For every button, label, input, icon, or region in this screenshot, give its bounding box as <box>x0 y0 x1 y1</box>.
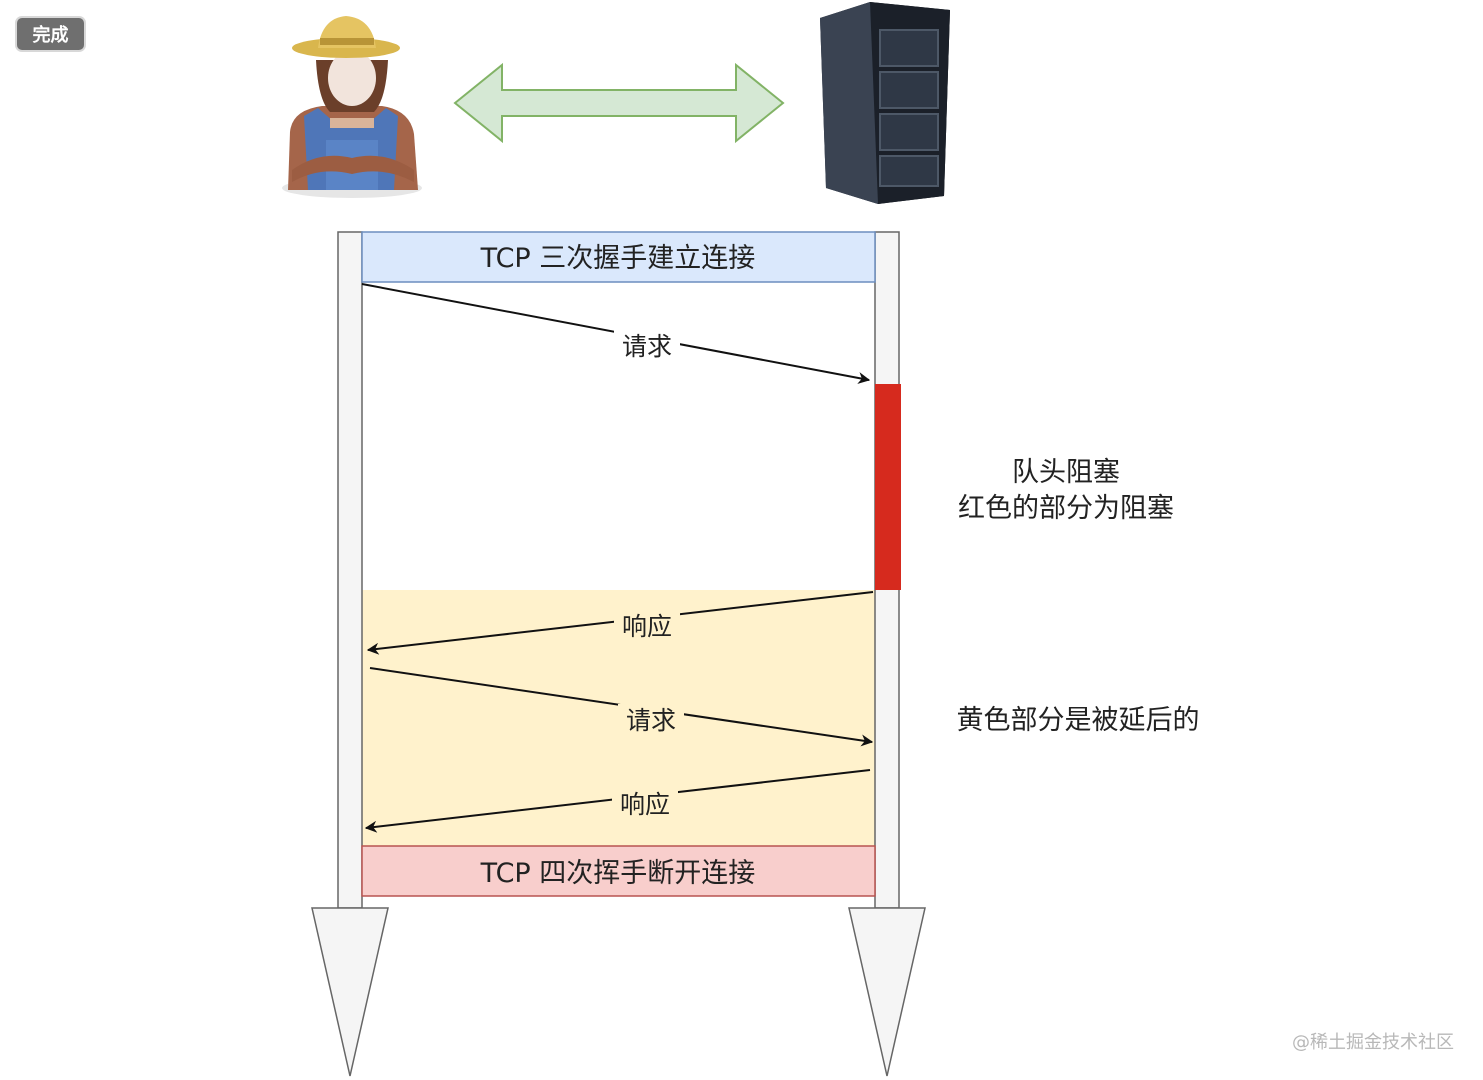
handshake-label: TCP 三次握手建立连接 <box>480 243 756 274</box>
response-message-1: 响应 <box>366 591 874 655</box>
done-button[interactable]: 完成 <box>15 16 86 52</box>
teardown-box <box>361 845 876 897</box>
message-label: 请求 <box>626 706 676 735</box>
message-label: 响应 <box>620 790 670 819</box>
teardown-label: TCP 四次挥手断开连接 <box>480 858 756 889</box>
blocking-annotation-line2: 红色的部分为阻塞 <box>958 493 1174 524</box>
server-rack-icon <box>820 2 950 204</box>
farmer-person-icon <box>282 16 422 198</box>
client-lifeline <box>311 231 389 1077</box>
watermark: @稀土掘金技术社区 <box>1292 1032 1454 1053</box>
message-label: 请求 <box>622 332 672 361</box>
handshake-box <box>361 231 876 283</box>
delayed-annotation: 黄色部分是被延后的 <box>957 705 1200 736</box>
bidirectional-arrow-icon <box>453 62 785 144</box>
double-arrow-shape <box>453 62 785 144</box>
blocking-annotation-line1: 队头阻塞 <box>1012 457 1120 488</box>
message-label: 响应 <box>622 612 672 641</box>
request-message-2: 请求 <box>369 667 874 747</box>
response-message-2: 响应 <box>364 769 871 833</box>
request-message-1: 请求 <box>361 283 871 384</box>
blocking-segment <box>875 384 901 590</box>
